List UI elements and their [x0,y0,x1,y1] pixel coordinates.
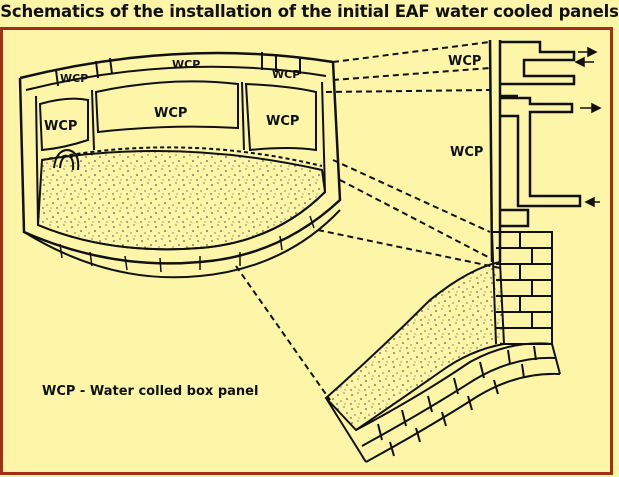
diagram-title: Schematics of the installation of the in… [0,2,619,21]
wcp-label-detail-lower: WCP [450,145,483,160]
wcp-label-top-right: WCP [272,68,300,81]
wcp-label-center: WCP [154,106,187,121]
flow-arrows [574,46,602,208]
wcp-label-right: WCP [266,114,299,129]
furnace-refractory-fill [36,150,327,251]
connector-lines [235,41,501,401]
wcp-label-top-left: WCP [60,72,88,85]
tap-door [53,148,80,171]
wcp-label-detail-upper: WCP [448,54,481,69]
diagram-frame [0,27,613,475]
wcp-label-top-center: WCP [172,58,200,71]
rim-dividers [55,52,301,87]
furnace-bowl-curve [41,146,323,167]
legend-text: WCP - Water colled box panel [42,384,259,399]
detail-refractory-fill [324,260,506,432]
wall-panels [38,80,317,152]
detail-section [488,39,582,263]
wcp-label-left: WCP [44,119,77,134]
detail-hearth-bricks [325,342,561,463]
furnace-bricks [59,215,315,273]
